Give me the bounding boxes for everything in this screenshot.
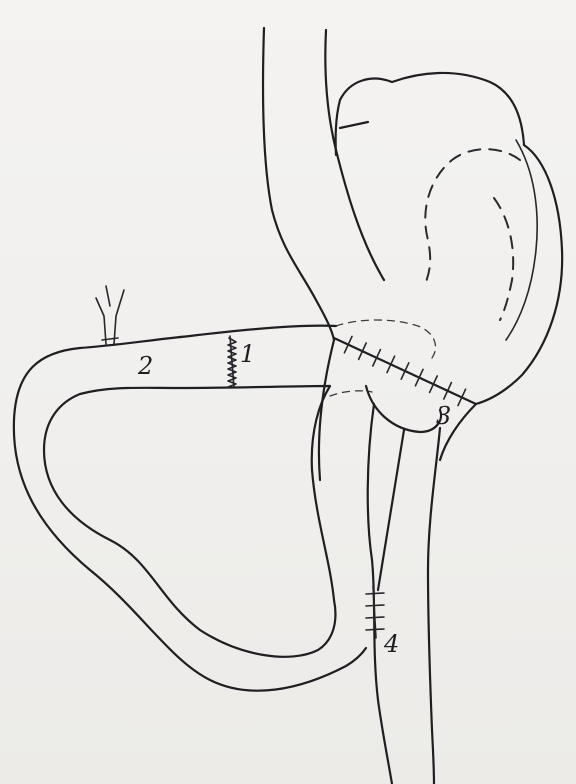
staple-tick: [387, 356, 395, 372]
suture-marker-four: [366, 586, 384, 638]
suture-tick: [366, 593, 384, 594]
descending-limbs: [319, 340, 476, 784]
staple-tick: [344, 336, 352, 352]
label-two: 2: [137, 352, 153, 380]
staple-tick: [444, 383, 452, 399]
staple-tick: [401, 363, 409, 379]
staple-tick: [359, 343, 367, 359]
suture-tick: [366, 629, 384, 630]
suture-marker-one: [228, 336, 236, 388]
staple-tick: [458, 389, 466, 405]
label-one: 1: [240, 340, 255, 368]
vessel-branch: [96, 286, 124, 346]
staple-tick: [373, 350, 381, 366]
dashed-outline: [330, 320, 436, 396]
staple-tick: [430, 376, 438, 392]
suture-tick: [366, 605, 384, 606]
label-three: 3: [436, 402, 451, 430]
label-four: 4: [383, 630, 399, 658]
staple-tick: [415, 369, 423, 385]
jejunal-loop: [14, 326, 366, 691]
suture-tick: [366, 617, 384, 618]
esophagus: [263, 28, 384, 340]
staple-line: [334, 336, 476, 405]
